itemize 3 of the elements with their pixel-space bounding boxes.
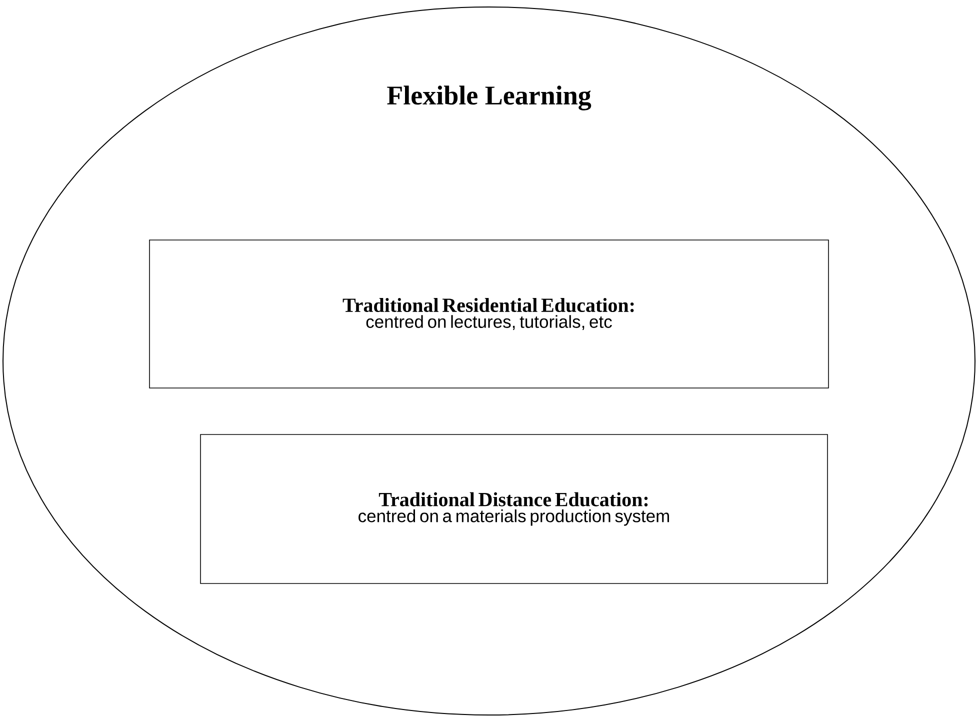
region-title: Flexible Learning (387, 86, 592, 110)
text-box: Traditional Distance Education: centred on a materials production system (200, 434, 828, 584)
text-box: Traditional Residential Education: centred on lectures, tutorials, etc (149, 240, 829, 388)
